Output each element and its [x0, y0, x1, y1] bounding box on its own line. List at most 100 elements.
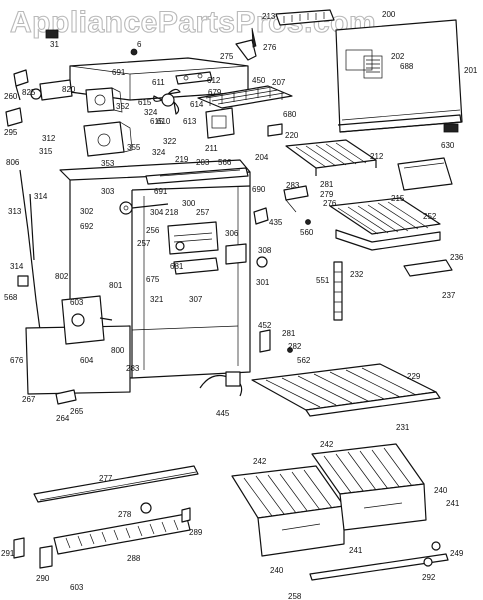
callout-label: 562: [297, 356, 311, 365]
crisper-drawer-right: [311, 443, 427, 531]
callout-label: 278: [118, 510, 132, 519]
callout-label: 445: [216, 409, 230, 418]
roller-292: [423, 557, 433, 567]
callout-label: 277: [99, 474, 113, 483]
callout-label: 258: [288, 592, 302, 600]
callout-label: 825: [22, 88, 36, 97]
knob-260: [13, 69, 29, 101]
callout-label: 312: [42, 134, 56, 143]
callout-label: 276: [263, 43, 277, 52]
light-bulb-301: [256, 256, 268, 268]
callout-label: 211: [205, 144, 218, 153]
compressor-relay-800: [61, 295, 113, 345]
clip-220: [267, 123, 283, 137]
callout-label: 257: [137, 239, 151, 248]
fan-motor-bracket-612: [175, 71, 213, 85]
hinge-452: [259, 329, 271, 353]
callout-label: 314: [34, 192, 48, 201]
control-panel-300: [167, 221, 219, 255]
light-housing-307: [173, 257, 219, 275]
callout-label: 267: [22, 395, 36, 404]
mullion-duct-680: [205, 107, 235, 139]
callout-label: 257: [196, 208, 210, 217]
callout-label: 604: [80, 356, 94, 365]
callout-label: 680: [283, 110, 297, 119]
callout-label: 603: [70, 298, 84, 307]
callout-label: 301: [256, 278, 270, 287]
control-housing-355: [83, 121, 133, 157]
callout-label: 613: [183, 117, 197, 126]
knob-295: [5, 107, 23, 127]
plug-265: [55, 389, 77, 405]
callout-label: 282: [288, 342, 302, 351]
bracket-275: [235, 27, 257, 61]
crisper-cover-252: [329, 197, 441, 251]
callout-label: 306: [225, 229, 239, 238]
callout-label: 688: [400, 62, 414, 71]
callout-label: 308: [258, 246, 272, 255]
callout-label: 614: [190, 100, 204, 109]
callout-label: 215: [391, 194, 405, 203]
callout-label: 307: [189, 295, 203, 304]
callout-label: 252: [423, 212, 437, 221]
callout-label: 610: [157, 117, 171, 126]
callout-label: 679: [208, 88, 222, 97]
shelf-support-237: [403, 259, 453, 277]
screw-562: [287, 347, 293, 353]
nut-6: [130, 48, 138, 56]
callout-label: 242: [320, 440, 334, 449]
callout-label: 300: [182, 199, 196, 208]
drain-tube-314: [29, 193, 35, 261]
shelf-ladder-232: [333, 261, 343, 321]
callout-label: 292: [422, 573, 436, 582]
callout-label: 615: [138, 98, 152, 107]
callout-label: 264: [56, 414, 70, 423]
mullion-bar-203: [145, 167, 249, 185]
clip-630: [443, 123, 459, 133]
callout-label: 212: [370, 152, 384, 161]
callout-label: 229: [407, 372, 421, 381]
switch-304: [119, 201, 169, 215]
bracket-283-upper: [283, 185, 309, 213]
screw-560: [305, 219, 311, 225]
callout-label: 260: [4, 92, 18, 101]
callout-label: 313: [8, 207, 22, 216]
callout-label: 295: [4, 128, 18, 137]
callout-label: 203: [196, 158, 210, 167]
back-panel: [335, 19, 463, 133]
callout-label: 681: [170, 262, 184, 271]
callout-label: 314: [10, 262, 24, 271]
roller-278: [140, 502, 152, 514]
callout-label: 435: [269, 218, 283, 227]
callout-label: 566: [218, 158, 232, 167]
callout-label: 236: [450, 253, 464, 262]
fan-blade-614: [153, 88, 181, 115]
callout-label: 219: [175, 155, 189, 164]
callout-label: 315: [39, 147, 53, 156]
callout-label: 204: [255, 153, 269, 162]
callout-label: 218: [165, 208, 179, 217]
callout-label: 452: [258, 321, 272, 330]
callout-label: 675: [146, 275, 160, 284]
callout-label: 279: [320, 190, 334, 199]
clip-289: [181, 507, 191, 523]
callout-label: 281: [282, 329, 296, 338]
callout-label: 322: [163, 137, 177, 146]
callout-label: 691: [112, 68, 126, 77]
callout-label: 324: [144, 108, 158, 117]
callout-label: 690: [252, 185, 266, 194]
callout-label: 291: [1, 549, 15, 558]
callout-label: 6: [137, 40, 142, 49]
callout-label: 551: [316, 276, 330, 285]
callout-label: 237: [442, 291, 456, 300]
callout-label: 275: [220, 52, 234, 61]
callout-label: 802: [55, 272, 69, 281]
crisper-drawer-left: [231, 465, 345, 557]
ice-tray-215: [397, 157, 453, 191]
callout-label: 289: [189, 528, 203, 537]
light-socket-308: [225, 243, 247, 265]
callout-label: 324: [152, 148, 166, 157]
callout-label: 603: [70, 583, 84, 592]
